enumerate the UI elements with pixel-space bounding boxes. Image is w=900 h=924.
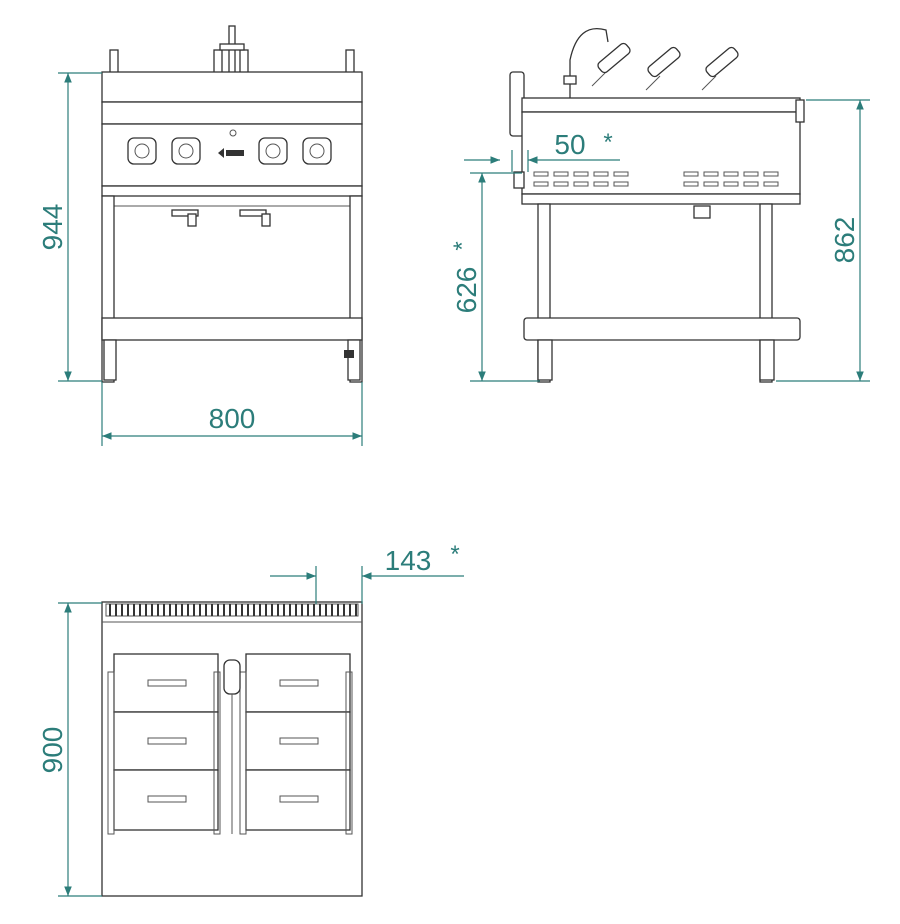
side-view [509,28,805,383]
top-offset-mark: * [450,541,459,568]
side-height-dimension: 862 [776,99,870,382]
side-leg-height-label: 626 [451,267,482,314]
front-height-dimension: 944 [37,72,102,382]
front-height-label: 944 [37,204,68,251]
control-knobs [127,129,332,165]
side-leg-height-dimension: 626 * [449,172,540,382]
front-view [101,25,363,383]
front-width-label: 800 [209,403,256,434]
top-offset-dimension: 143 * [270,541,464,604]
side-vents [533,171,779,187]
top-view [101,601,363,897]
front-width-dimension: 800 [101,382,363,446]
side-leg-height-mark: * [449,241,476,250]
top-depth-label: 900 [37,727,68,774]
side-offset-mark: * [603,129,612,156]
side-height-label: 862 [829,217,860,264]
top-depth-dimension: 900 [37,602,102,897]
top-offset-label: 143 [385,545,432,576]
side-offset-label: 50 [554,129,585,160]
baskets-right [239,653,353,835]
side-offset-dimension: 50 * [464,129,620,172]
baskets-left [107,653,221,835]
